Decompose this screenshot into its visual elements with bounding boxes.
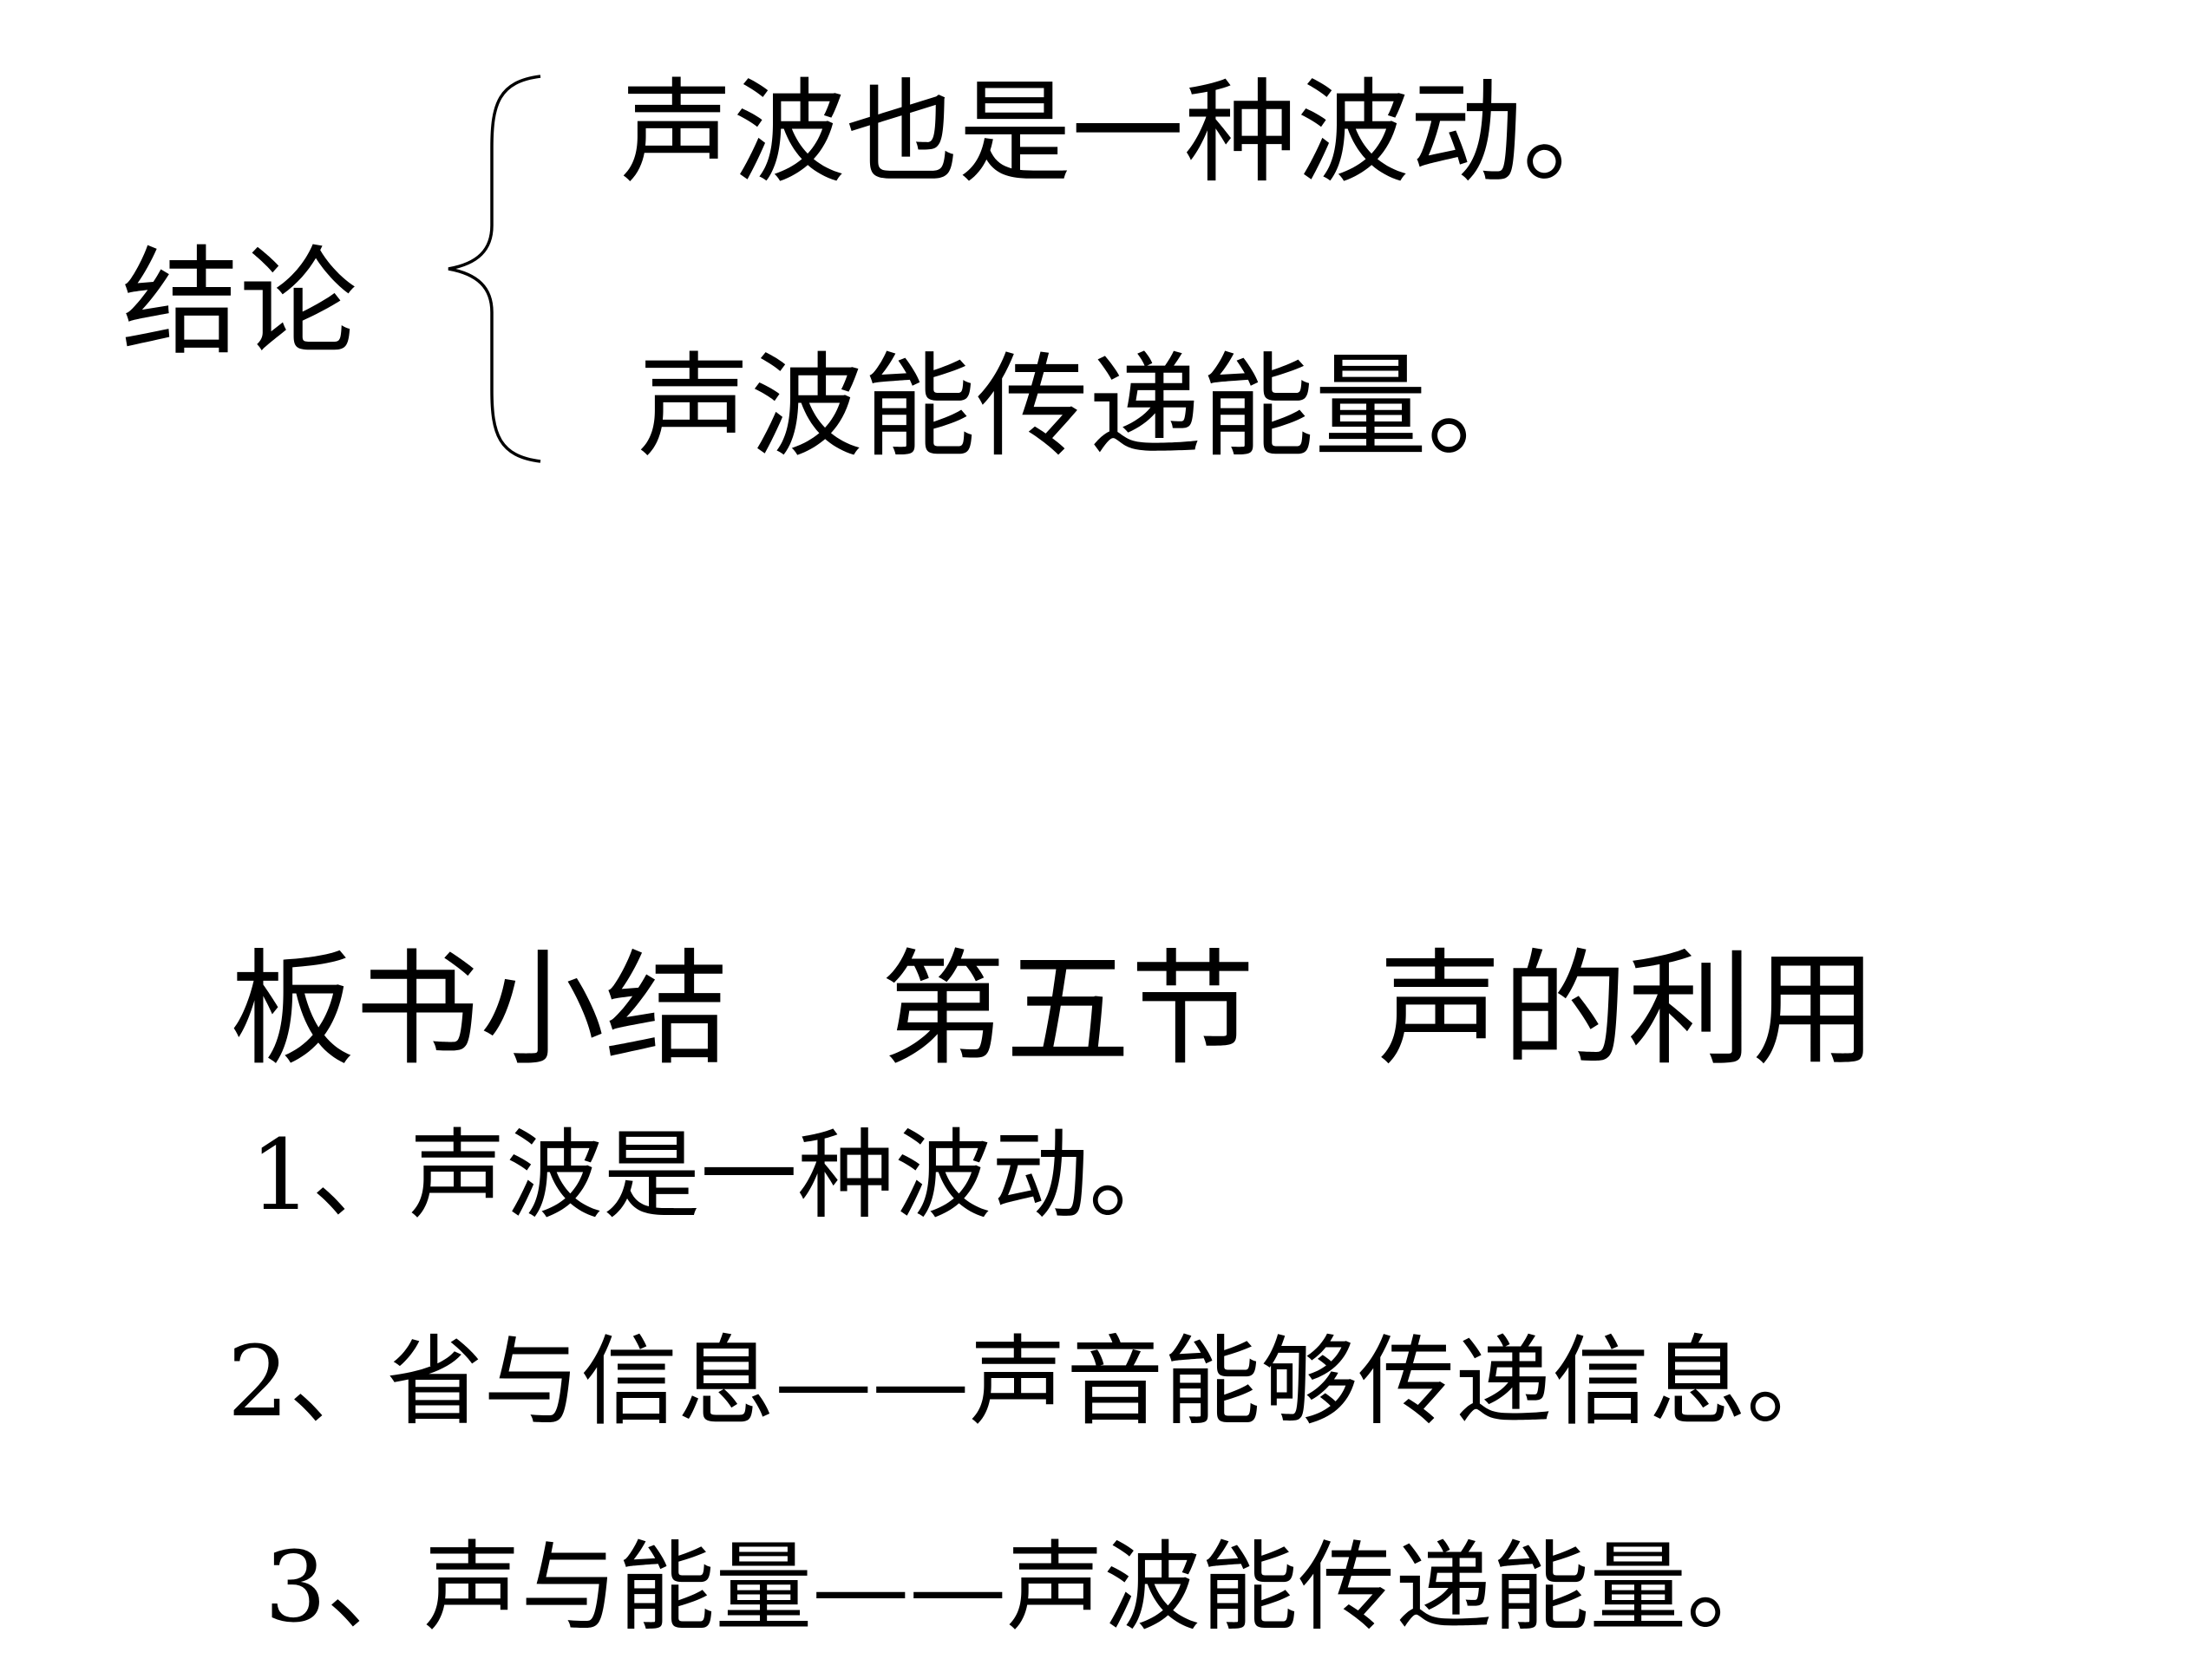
summary-section: 第五节 bbox=[880, 937, 1256, 1082]
left-brace bbox=[448, 75, 541, 463]
conclusion-line-2: 声波能传递能量。 bbox=[638, 341, 1541, 473]
conclusion-line-1: 声波也是一种波动。 bbox=[620, 67, 1636, 199]
conclusion-label: 结论 bbox=[121, 235, 357, 372]
summary-point-2: 2、省与信息——声音能够传递信息。 bbox=[227, 1326, 1844, 1439]
summary-title: 板书小结 bbox=[230, 937, 730, 1082]
summary-topic: 声的利用 bbox=[1378, 937, 1878, 1082]
summary-point-1: 1、声波是一种波动。 bbox=[250, 1120, 1187, 1232]
summary-point-3: 3、声与能量——声波能传递能量。 bbox=[265, 1532, 1784, 1644]
